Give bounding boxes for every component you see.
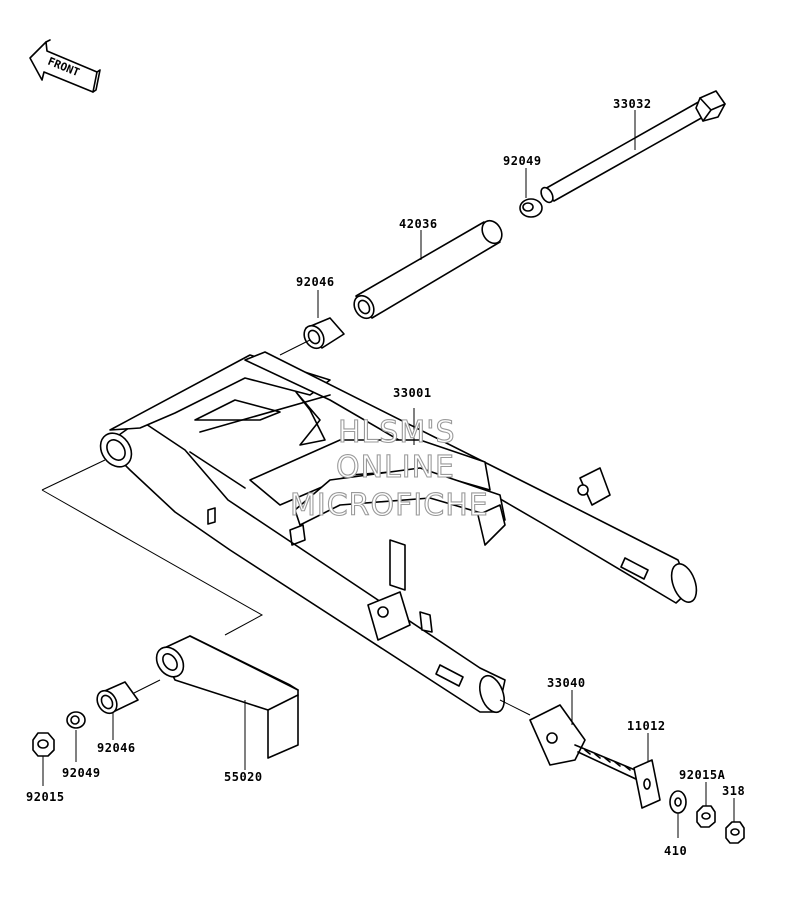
sleeve-42036[interactable] bbox=[350, 217, 506, 322]
nut-318[interactable] bbox=[725, 821, 745, 844]
chain-guard-55020[interactable] bbox=[151, 635, 299, 759]
label-33001: 33001 bbox=[393, 386, 432, 400]
label-33032: 33032 bbox=[613, 97, 652, 111]
swingarm-33001[interactable] bbox=[94, 351, 701, 716]
nut-92015A[interactable] bbox=[696, 805, 716, 828]
front-arrow-icon: FRONT bbox=[29, 39, 101, 93]
label-33040: 33040 bbox=[547, 676, 586, 690]
label-92046-top: 92046 bbox=[296, 275, 335, 289]
watermark-line-2: ONLINE bbox=[336, 450, 455, 485]
watermark-line-3: MICROFICHE bbox=[290, 488, 489, 523]
label-11012: 11012 bbox=[627, 719, 666, 733]
plate-11012[interactable] bbox=[633, 759, 661, 809]
label-92015A: 92015A bbox=[679, 768, 726, 782]
label-42036: 42036 bbox=[399, 217, 438, 231]
bearing-92046-bottom[interactable] bbox=[93, 681, 139, 717]
label-92049-top: 92049 bbox=[503, 154, 542, 168]
label-92049-bottom: 92049 bbox=[62, 766, 101, 780]
washer-410[interactable] bbox=[669, 790, 687, 814]
pivot-shaft-33032[interactable] bbox=[539, 90, 726, 204]
label-318: 318 bbox=[722, 784, 745, 798]
chain-adjuster-33040[interactable] bbox=[529, 704, 641, 781]
label-410: 410 bbox=[664, 844, 687, 858]
washer-92049-top[interactable] bbox=[519, 198, 543, 218]
washer-92049-bottom[interactable] bbox=[66, 711, 86, 729]
bearing-92046-top[interactable] bbox=[300, 317, 345, 352]
nut-92015[interactable] bbox=[32, 732, 55, 757]
watermark-line-1: HLSM'S bbox=[338, 415, 456, 450]
label-55020: 55020 bbox=[224, 770, 263, 784]
watermark: HLSM'S ONLINE MICROFICHE bbox=[289, 414, 489, 523]
label-92046-bottom: 92046 bbox=[97, 741, 136, 755]
label-92015: 92015 bbox=[26, 790, 65, 804]
